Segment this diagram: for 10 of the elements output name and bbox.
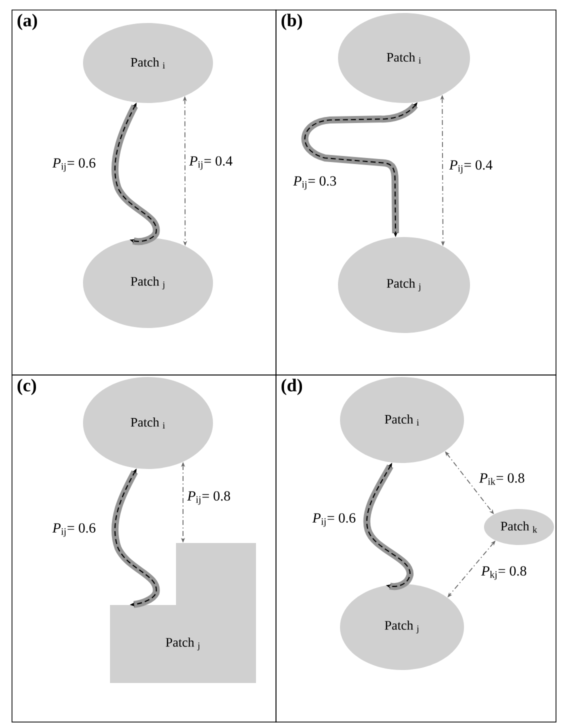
edge-label: P$_{ij}$= 0.6: [312, 513, 356, 527]
edge-label: P$_{ik}$= 0.8: [479, 473, 524, 485]
edge-label: P$_{ij}$= 0.8: [187, 491, 230, 505]
edge-label: P$_{ij}$= 0.6: [52, 523, 96, 537]
edge-label: P$_{ij}$= 0.4: [449, 160, 492, 174]
edge-label: P$_{kj}$= 0.8: [481, 566, 526, 580]
edge-label: P$_{ij}$= 0.3: [293, 176, 336, 190]
patch-block: Patch $_{j}$: [110, 543, 256, 683]
edge-label: P$_{ij}$= 0.4: [189, 156, 232, 170]
edge-label: P$_{ij}$= 0.6: [52, 158, 96, 172]
